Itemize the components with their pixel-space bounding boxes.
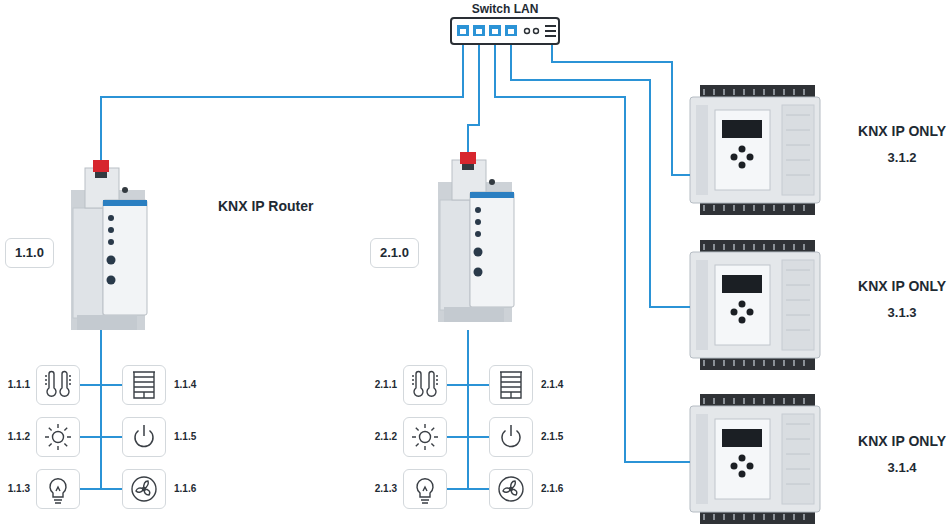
knx-bus-line: [80, 330, 101, 437]
network-switch: Switch LAN: [450, 17, 560, 45]
address-label: 3.1.4: [858, 460, 946, 476]
device-caption: KNX IP ONLY 3.1.3: [858, 278, 946, 321]
device-type: KNX IP ONLY: [858, 278, 946, 295]
knx-device: 2.1.3: [403, 469, 447, 509]
address-label: 2.1.0: [370, 238, 419, 268]
knx-bus-line: [468, 330, 489, 489]
ip-device: KNX IP ONLY 3.1.3: [690, 240, 948, 370]
knx-device: 1.1.6: [122, 469, 166, 509]
ip-router: 1.1.0: [5, 160, 150, 330]
knx-bus-line: [101, 330, 122, 489]
address-label: 2.1.2: [375, 431, 397, 443]
ip-device: KNX IP ONLY 3.1.4: [690, 394, 948, 524]
knx-bus-line: [447, 330, 468, 385]
knx-device: 2.1.5: [489, 417, 533, 457]
knx-bus-line: [468, 330, 489, 437]
lan-cable: [468, 45, 479, 152]
knx-device: 1.1.4: [122, 365, 166, 405]
knx-device: 2.1.4: [489, 365, 533, 405]
address-label: 1.1.6: [174, 483, 196, 495]
knx-bus-line: [80, 330, 101, 489]
lan-cable: [552, 45, 690, 175]
device-caption: KNX IP ONLY 3.1.4: [858, 433, 946, 476]
address-label: 3.1.2: [858, 150, 946, 166]
lan-cable: [101, 45, 463, 160]
knx-device: 2.1.1: [403, 365, 447, 405]
knx-bus-line: [80, 330, 101, 385]
address-label: 1.1.2: [8, 431, 30, 443]
knx-device: 1.1.3: [36, 469, 80, 509]
knx-device: 1.1.1: [36, 365, 80, 405]
address-label: 1.1.5: [174, 431, 196, 443]
address-label: 1.1.0: [5, 238, 54, 268]
address-label: 1.1.3: [8, 483, 30, 495]
knx-device: 2.1.6: [489, 469, 533, 509]
knx-bus-line: [447, 330, 468, 489]
knx-bus-line: [468, 330, 489, 385]
address-label: 2.1.3: [375, 483, 397, 495]
knx-bus-line: [101, 330, 122, 437]
knx-device: 1.1.5: [122, 417, 166, 457]
ip-device: KNX IP ONLY 3.1.2: [690, 85, 948, 215]
address-label: 2.1.5: [541, 431, 563, 443]
address-label: 2.1.6: [541, 483, 563, 495]
knx-bus-line: [447, 330, 468, 437]
ip-router: 2.1.0: [370, 152, 518, 330]
device-caption: KNX IP ONLY 3.1.2: [858, 123, 946, 166]
address-label: 2.1.1: [375, 379, 397, 391]
device-label: Switch LAN: [472, 3, 539, 16]
device-type: KNX IP ONLY: [858, 433, 946, 450]
device-type: KNX IP ONLY: [858, 123, 946, 140]
knx-device: 1.1.2: [36, 417, 80, 457]
address-label: 1.1.1: [8, 379, 30, 391]
address-label: 1.1.4: [174, 379, 196, 391]
address-label: 2.1.4: [541, 379, 563, 391]
lan-cable: [511, 45, 690, 307]
knx-bus-line: [101, 330, 122, 385]
knx-device: 2.1.2: [403, 417, 447, 457]
address-label: 3.1.3: [858, 305, 946, 321]
section-label: KNX IP Router: [218, 198, 313, 215]
lan-cable: [495, 45, 690, 462]
